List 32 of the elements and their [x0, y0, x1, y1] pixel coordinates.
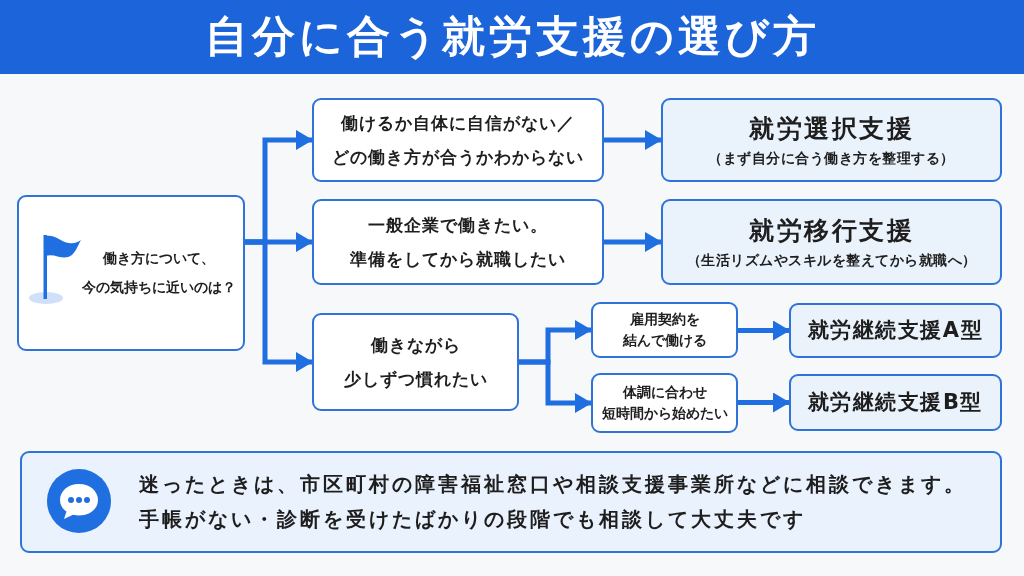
option-box [312, 98, 604, 182]
arrow [519, 359, 592, 413]
service-name: 就労継続支援B型 [808, 388, 983, 416]
service-box [789, 303, 1002, 358]
option-text: 雇用契約を結んで働ける [622, 310, 707, 350]
service-box [789, 374, 1002, 431]
service-description: （生活リズムやスキルを整えてから就職へ） [686, 250, 977, 270]
service-description: （まず自分に合う働き方を整理する） [708, 148, 955, 168]
option-text: 一般企業で働きたい。準備をしてから就職したい [350, 214, 566, 271]
arrow [738, 320, 790, 341]
service-box [661, 199, 1002, 285]
option-box [312, 199, 604, 285]
arrow [738, 392, 790, 413]
service-box [661, 98, 1002, 182]
arrow [604, 232, 662, 252]
question-box [17, 195, 245, 351]
option-box [591, 302, 738, 358]
option-text: 働きながら少しずつ慣れたい [343, 334, 488, 391]
arrow [604, 130, 662, 150]
option-text: 体調に合わせ短時間から始めたい [601, 383, 728, 423]
service-name: 就労移行支援 [749, 214, 914, 247]
service-name: 就労選択支援 [749, 112, 914, 145]
option-text: 働けるか自体に自信がない／どの働き方が合うかわからない [332, 112, 584, 169]
diagram-title: 自分に合う就労支援の選び方 [204, 11, 820, 63]
option-box [591, 373, 738, 433]
note-panel [20, 451, 1002, 553]
note-text: 迷ったときは、市区町村の障害福祉窓口や相談支援事業所などに相談できます。 [139, 471, 967, 498]
service-name: 就労継続支援A型 [807, 316, 984, 344]
option-box [312, 313, 519, 411]
question-text: 働き方について、今の気持ちに近いのは？ [82, 248, 236, 297]
note-text: 手帳がない・診断を受けたばかりの段階でも相談して大丈夫です [139, 506, 806, 533]
arrow [245, 239, 313, 372]
